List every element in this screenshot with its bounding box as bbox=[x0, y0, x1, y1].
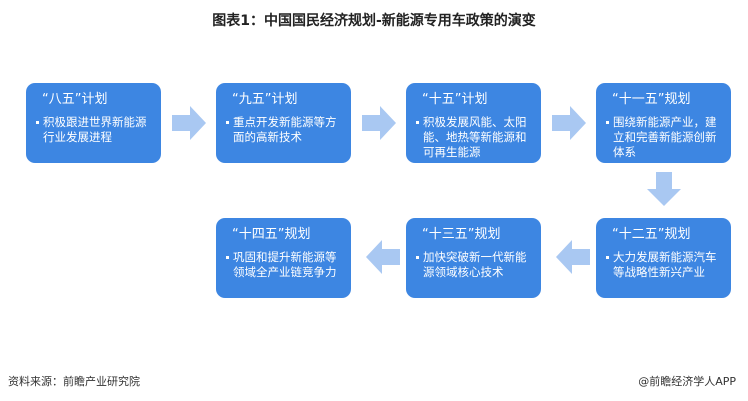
stage-box-10th: “十五”计划积极发展风能、太阳能、地热等新能源和可再生能源 bbox=[406, 83, 541, 163]
arrow-left-icon bbox=[556, 240, 590, 274]
stage-desc: 重点开发新能源等方面的高新技术 bbox=[226, 115, 345, 145]
stage-box-11th: “十一五”规划围绕新能源产业，建立和完善新能源创新体系 bbox=[596, 83, 731, 163]
credit: @前瞻经济学人APP bbox=[638, 375, 736, 388]
stage-box-14th: “十四五”规划巩固和提升新能源等领域全产业链竞争力 bbox=[216, 218, 351, 298]
stage-desc: 积极发展风能、太阳能、地热等新能源和可再生能源 bbox=[416, 115, 535, 160]
stage-box-12th: “十二五”规划大力发展新能源汽车等战略性新兴产业 bbox=[596, 218, 731, 298]
stage-desc: 积极跟进世界新能源行业发展进程 bbox=[36, 115, 155, 145]
arrow-right-icon bbox=[172, 106, 206, 140]
stage-heading: “十一五”规划 bbox=[612, 92, 691, 107]
stage-heading: “九五”计划 bbox=[232, 92, 298, 107]
stage-box-8th: “八五”计划积极跟进世界新能源行业发展进程 bbox=[26, 83, 161, 163]
stage-desc: 围绕新能源产业，建立和完善新能源创新体系 bbox=[606, 115, 725, 160]
source-note: 资料来源：前瞻产业研究院 bbox=[8, 375, 140, 388]
arrow-right-icon bbox=[552, 106, 586, 140]
chart-title: 图表1：中国国民经济规划-新能源专用车政策的演变 bbox=[212, 13, 536, 29]
arrow-left-icon bbox=[366, 240, 400, 274]
arrow-down-icon bbox=[647, 172, 681, 206]
stage-desc: 巩固和提升新能源等领域全产业链竞争力 bbox=[226, 250, 345, 280]
stage-desc: 加快突破新一代新能源领域核心技术 bbox=[416, 250, 535, 280]
stage-desc: 大力发展新能源汽车等战略性新兴产业 bbox=[606, 250, 725, 280]
arrow-right-icon bbox=[362, 106, 396, 140]
stage-box-13th: “十三五”规划加快突破新一代新能源领域核心技术 bbox=[406, 218, 541, 298]
stage-heading: “十二五”规划 bbox=[612, 227, 691, 242]
stage-heading: “十四五”规划 bbox=[232, 227, 311, 242]
stage-box-9th: “九五”计划重点开发新能源等方面的高新技术 bbox=[216, 83, 351, 163]
stage-heading: “十五”计划 bbox=[422, 92, 488, 107]
stage-heading: “八五”计划 bbox=[42, 92, 108, 107]
stage-heading: “十三五”规划 bbox=[422, 227, 501, 242]
